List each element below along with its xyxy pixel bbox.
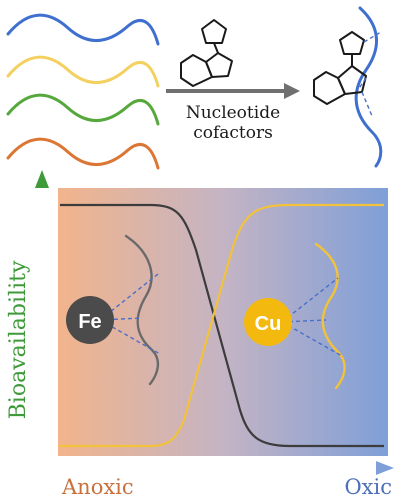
arrow-label-line1: Nucleotide bbox=[186, 103, 280, 123]
cu-ligand-strand bbox=[314, 242, 346, 390]
cu-label: Cu bbox=[255, 313, 282, 335]
fe-ion-icon bbox=[66, 296, 114, 344]
y-axis-arrow bbox=[35, 170, 49, 452]
bound-strand-blue bbox=[354, 6, 383, 168]
strand-green bbox=[6, 93, 160, 126]
strand-orange bbox=[6, 137, 160, 170]
x-axis-arrow bbox=[60, 461, 394, 475]
arrow-label-line2: cofactors bbox=[193, 123, 273, 143]
strand-yellow bbox=[6, 55, 160, 88]
fe-label: Fe bbox=[78, 311, 101, 333]
fe-complex-group: Fe bbox=[66, 234, 161, 386]
fe-ligand-strand bbox=[124, 234, 160, 386]
strand-blue bbox=[6, 13, 160, 46]
x-axis-left-label: Anoxic bbox=[61, 475, 134, 499]
y-axis-label: Bioavailability bbox=[6, 260, 31, 419]
binding-lines bbox=[357, 31, 382, 117]
cu-complex-group: Cu bbox=[244, 242, 346, 390]
process-arrow bbox=[166, 83, 300, 99]
cu-ion-icon bbox=[244, 298, 292, 346]
bound-molecule-icon bbox=[313, 31, 367, 105]
cu-availability-curve bbox=[60, 203, 384, 448]
x-axis-right-label: Oxic bbox=[344, 475, 392, 499]
fe-availability-curve bbox=[60, 203, 384, 448]
bound-complex-group bbox=[313, 6, 383, 168]
nucleotide-molecule-icon bbox=[180, 19, 233, 87]
rna-strands-group bbox=[6, 13, 160, 170]
